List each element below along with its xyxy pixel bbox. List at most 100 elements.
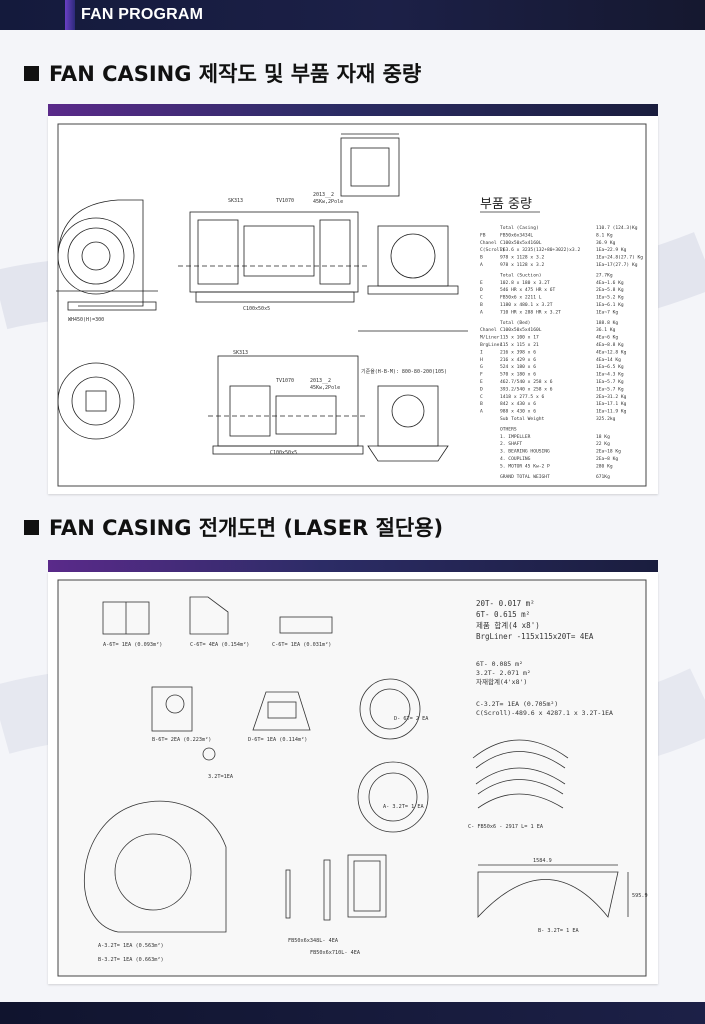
label-tv: TV1070: [276, 198, 294, 204]
part-dim-2: 595.9: [632, 893, 648, 899]
weights-row-spec: C100x50x5x4160L: [500, 327, 542, 333]
weights-row-spec: 5. MOTOR 45 Kw-2 P: [500, 463, 550, 469]
weights-row-code: B: [480, 401, 483, 407]
weights-row-code: A: [480, 262, 483, 268]
weights-row-spec: Total (Casing): [500, 225, 539, 231]
weights-row-weight: 1Ea~24.8(27.7) Kg: [596, 255, 643, 261]
weights-row-weight: 280 Kg: [596, 463, 613, 469]
weights-row-code: B: [480, 302, 483, 308]
weights-row-spec: 393.2/540 x 258 x 6: [500, 386, 553, 392]
header-bar: FAN PROGRAM: [0, 0, 705, 30]
label-p1: 2013__2: [313, 192, 334, 198]
weights-row-spec: 978 x 1128 x 3.2: [500, 262, 544, 268]
weights-row-code: B: [480, 255, 483, 261]
weights-row-spec: 1180 x 480.1 x 3.2T: [500, 302, 553, 308]
weights-row-weight: 1Ea~17(27.7) Kg: [596, 262, 638, 268]
drawing-note: C(Scroll)-489.6 x 4287.1 x 3.2T-1EA: [476, 709, 613, 717]
weights-row-weight: 1Ea~5.7 Kg: [596, 386, 624, 392]
part-b6: B-6T= 2EA (0.223m²): [152, 737, 211, 743]
weights-row-spec: 524 x 180 x 6: [500, 364, 536, 370]
weights-row-weight: 27.7Kg: [596, 272, 613, 278]
weights-row-weight: 4Ea~1.6 Kg: [596, 280, 624, 286]
weights-row-spec: 4. COUPLING: [500, 456, 531, 462]
weights-row-spec: FB50x6x3434L: [500, 232, 533, 238]
weights-row-code: C: [480, 295, 483, 301]
panel1-header-bar: [48, 104, 658, 116]
weights-row-weight: 1Ea~5.2 Kg: [596, 295, 624, 301]
section2-heading-text: FAN CASING 전개도면 (LASER 절단용): [49, 516, 444, 540]
weights-row-code: BrgLiner: [480, 342, 502, 348]
weights-row-weight: 1Ea~22.9 Kg: [596, 247, 627, 253]
drawing-note: BrgLiner -115x115x20T= 4EA: [476, 632, 594, 641]
label-tv-b: TV1070: [276, 378, 294, 384]
weights-row-code: E: [480, 379, 483, 385]
part-a32: A- 3.2T= 1 EA: [383, 804, 424, 810]
weights-row-spec: 216 x 429 x 6: [500, 357, 536, 363]
label-p-b: 2013__2: [310, 378, 331, 384]
weights-row-weight: 2Ea~8 Kg: [596, 456, 618, 462]
label-sk-b: SK313: [233, 350, 248, 356]
weights-row-spec: GRAND TOTAL WEIGHT: [500, 474, 550, 480]
section2-heading: FAN CASING 전개도면 (LASER 절단용): [24, 512, 443, 542]
weights-row-weight: 4Ea~8.8 Kg: [596, 342, 624, 348]
part-c6b: C-6T= 1EA (0.031m²): [272, 642, 331, 648]
weights-row-code: FB: [480, 232, 486, 238]
drawing-note: 6T- 0.615 m²: [476, 610, 530, 619]
label-c100-b: C100x50x5: [270, 450, 297, 456]
part-b32: B- 3.2T= 1 EA: [538, 928, 579, 934]
weights-row-weight: 188.8 Kg: [596, 320, 618, 326]
weights-row-weight: 1Ea~6.5 Kg: [596, 364, 624, 370]
section1-heading-text: FAN CASING 제작도 및 부품 자재 중량: [49, 62, 422, 86]
weights-row-spec: 102.8 x 180 x 3.2T: [500, 280, 550, 286]
weights-row-code: C: [480, 394, 483, 400]
drawing-note: 3.2T- 2.071 m²: [476, 669, 531, 677]
section1-heading: FAN CASING 제작도 및 부품 자재 중량: [24, 58, 421, 88]
weights-row-weight: 22 Kg: [596, 441, 610, 447]
label-bottom-dim: WH450(H)=300: [68, 317, 104, 323]
weights-row-spec: Total (Bed): [500, 320, 530, 326]
weights-row-code: I: [480, 349, 483, 355]
label-p-b2: 45Kw,2Pole: [310, 385, 340, 391]
label-sk: SK313: [228, 198, 243, 204]
weights-row-weight: 325.2kg: [596, 416, 616, 422]
part-b32b: B-3.2T= 1EA (0.663m²): [98, 957, 164, 963]
weights-row-weight: 4Ea~14 Kg: [596, 357, 621, 363]
part-dim-1: 1584.9: [533, 858, 552, 864]
weights-row-weight: 18 Kg: [596, 434, 610, 440]
part-fb1: FB50x6x348L- 4EA: [288, 938, 339, 944]
bullet-square-icon: [24, 519, 39, 535]
label-rack-note: 기준율(H-B-M): 800-80-200(105): [361, 368, 447, 375]
weights-row-spec: 546 HR x 475 HR x 6T: [500, 287, 556, 293]
bullet-square-icon: [24, 65, 39, 81]
weights-row-spec: 978 x 1128 x 3.2: [500, 255, 544, 261]
weights-row-weight: 8.1 Kg: [596, 232, 613, 238]
drawing-note: C-3.2T= 1EA (0.705m²): [476, 700, 558, 708]
weights-title: 부품 중량: [480, 197, 532, 212]
weights-row-weight: 2Ea~5.8 Kg: [596, 287, 624, 293]
weights-row-spec: FB50x6 x 2211 L: [500, 295, 542, 301]
header-title: FAN PROGRAM: [81, 6, 204, 23]
casing-fabrication-drawing: SK313 TV1070 2013__2 45Kw,2Pole C100x50x…: [48, 116, 658, 494]
laser-cutting-drawing: A-6T= 1EA (0.093m²) C-6T= 4EA (0.154m²) …: [48, 572, 658, 984]
part-d6: D-6T= 1EA (0.114m²): [248, 737, 307, 743]
weights-row-spec: 115 x 100 x 17: [500, 335, 539, 341]
weights-row-weight: 4Ea~12.8 Kg: [596, 349, 627, 355]
weights-row-weight: 2Ea~31.2 Kg: [596, 394, 627, 400]
part-fb: C- FB50x6 - 2917 L= 1 EA: [468, 824, 544, 830]
weights-row-weight: 2Ea~18 Kg: [596, 449, 621, 455]
weights-row-code: Chanel: [480, 327, 497, 333]
footer-bar: [0, 1002, 705, 1024]
weights-row-weight: 1Ea~6.1 Kg: [596, 302, 624, 308]
drawing-note: 자재합계(4'x8'): [476, 677, 527, 686]
panel2-header-bar: [48, 560, 658, 572]
weights-row-weight: 671Kg: [596, 474, 610, 480]
weights-row-code: D: [480, 287, 483, 293]
label-c100: C100x50x5: [243, 306, 270, 312]
weights-row-code: D: [480, 386, 483, 392]
weights-row-weight: 110.7 (124.3)Kg: [596, 225, 638, 231]
weights-row-code: H: [480, 357, 483, 363]
part-c6: C-6T= 4EA (0.154m²): [190, 642, 249, 648]
weights-row-spec: 842 x 430 x 6: [500, 401, 536, 407]
part-d6r: D- 6T= 2 EA: [394, 716, 429, 722]
